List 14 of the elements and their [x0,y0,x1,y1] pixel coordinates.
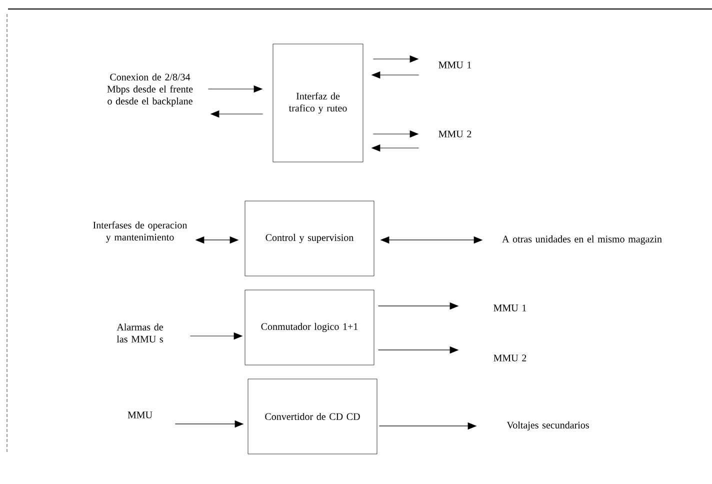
signal-label: MMU [128,412,152,418]
signal-label: Voltajes secundarios [506,421,589,431]
signal-label: MMU 2 [494,354,526,362]
signal-label: MMU 1 [494,304,526,312]
block-box: Control y supervision [244,200,374,276]
signal-label: Interfases de operacion y mantenimiento [93,221,188,243]
signal-label: Conexion de 2/8/34 Mbps desde el frente o desde el backplane [107,73,193,107]
signal-label: Alarmas de las MMU s [116,323,163,342]
block-box: Convertidor de CD CD [248,378,378,454]
block-box: Conmutador logico 1+1 [244,290,374,366]
signal-label: MMU 2 [438,130,472,138]
block-box: Interfaz de trafico y ruteo [272,44,364,162]
signal-label: MMU 1 [438,62,472,68]
signal-label: A otras unidades en el mismo magazin [502,235,662,245]
